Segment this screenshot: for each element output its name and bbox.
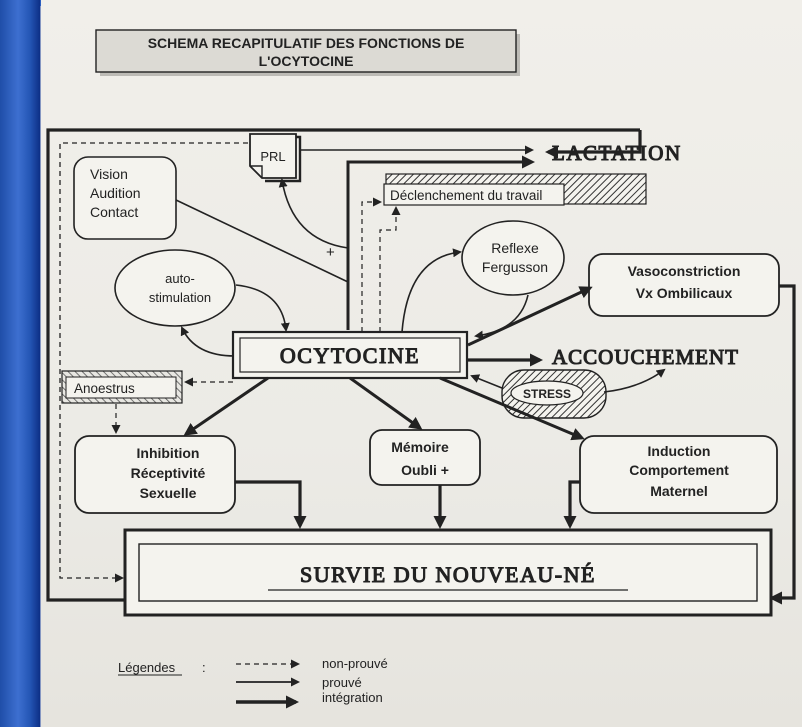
arrow-stress-accouchement <box>603 368 666 393</box>
legend-integration: intégration <box>322 690 383 705</box>
title-line-1: SCHEMA RECAPITULATIF DES FONCTIONS DE <box>148 35 465 51</box>
comportement-label: Comportement <box>629 462 729 478</box>
lactation-label: LACTATION <box>552 141 682 165</box>
fergusson-label: Fergusson <box>482 259 548 275</box>
ocytocine-label: OCYTOCINE <box>280 343 420 368</box>
senses-box <box>73 156 177 240</box>
autostimulation-label-2: stimulation <box>149 290 211 305</box>
maternel-label: Maternel <box>650 483 708 499</box>
arrow-ocytocine-induction <box>439 376 585 441</box>
plus-sign: + <box>326 244 335 261</box>
arrow-ocytocine-fergusson <box>401 248 462 333</box>
frame-loop-right <box>545 130 642 159</box>
survie-label: SURVIE DU NOUVEAU-NÉ <box>300 562 596 587</box>
arrow-autostim-ocytocine <box>235 284 290 332</box>
dashed-loop-left <box>59 142 248 583</box>
arrow-stress-ocytocine <box>470 374 503 389</box>
anoestrus-label: Anoestrus <box>74 381 135 396</box>
vasoconstriction-label: Vasoconstriction <box>628 263 741 279</box>
stress-ellipse <box>510 380 584 406</box>
arrow-senses-prl <box>278 178 349 249</box>
declenchement-box <box>383 183 565 206</box>
legend-title: Légendes <box>118 660 176 675</box>
legend-non-prouve: non-prouvé <box>322 656 388 671</box>
ocytocine-box-inner <box>239 337 461 373</box>
autostimulation-label-1: auto- <box>165 271 195 286</box>
frame-loop-left <box>46 128 640 602</box>
senses-vision: Vision <box>90 166 128 182</box>
vx-ombilicaux-label: Vx Ombilicaux <box>636 285 733 301</box>
reflexe-label: Reflexe <box>491 240 539 256</box>
ocytocine-box-outer <box>231 330 469 380</box>
legend-colon: : <box>202 660 206 675</box>
prl-label: PRL <box>260 149 285 164</box>
inhibition-box <box>74 435 236 514</box>
dashed-fergusson-declenchement <box>379 206 401 332</box>
title-line-2: L'OCYTOCINE <box>259 53 354 69</box>
anoestrus-box <box>65 376 177 399</box>
arrow-ocytocine-lactation <box>346 155 535 330</box>
arrow-inhibition-survie <box>235 480 307 529</box>
arrow-fergusson-ocytocine <box>474 294 529 340</box>
dashed-declenchement <box>361 197 382 332</box>
stress-label: STRESS <box>523 387 571 401</box>
declenchement-label: Déclenchement du travail <box>390 188 542 203</box>
arrow-ocytocine-vasoconstriction <box>467 286 593 347</box>
arrow-ocytocine-autostim <box>180 326 236 357</box>
line-senses-ocytocine <box>175 199 349 283</box>
senses-audition: Audition <box>90 185 141 201</box>
arrow-ocytocine-memoire <box>349 376 423 430</box>
memoire-label: Mémoire <box>391 439 449 455</box>
senses-contact: Contact <box>90 204 138 220</box>
survie-box-inner <box>138 543 758 602</box>
arrow-induction-survie <box>563 480 580 529</box>
oubli-label: Oubli + <box>401 462 449 478</box>
induction-box <box>579 435 778 514</box>
title-box <box>95 29 517 73</box>
autostimulation-ellipse <box>114 249 236 327</box>
legend-prouve: prouvé <box>322 675 362 690</box>
accouchement-label: ACCOUCHEMENT <box>552 345 739 369</box>
inhibition-label: Inhibition <box>137 445 200 461</box>
memoire-box <box>369 429 481 486</box>
arrow-ocytocine-inhibition <box>183 376 269 436</box>
induction-label: Induction <box>648 443 711 459</box>
reflexe-fergusson-ellipse <box>461 220 565 296</box>
sexuelle-label: Sexuelle <box>140 485 197 501</box>
receptivite-label: Réceptivité <box>131 465 206 481</box>
arrow-vasoconstriction-survie <box>769 284 796 605</box>
